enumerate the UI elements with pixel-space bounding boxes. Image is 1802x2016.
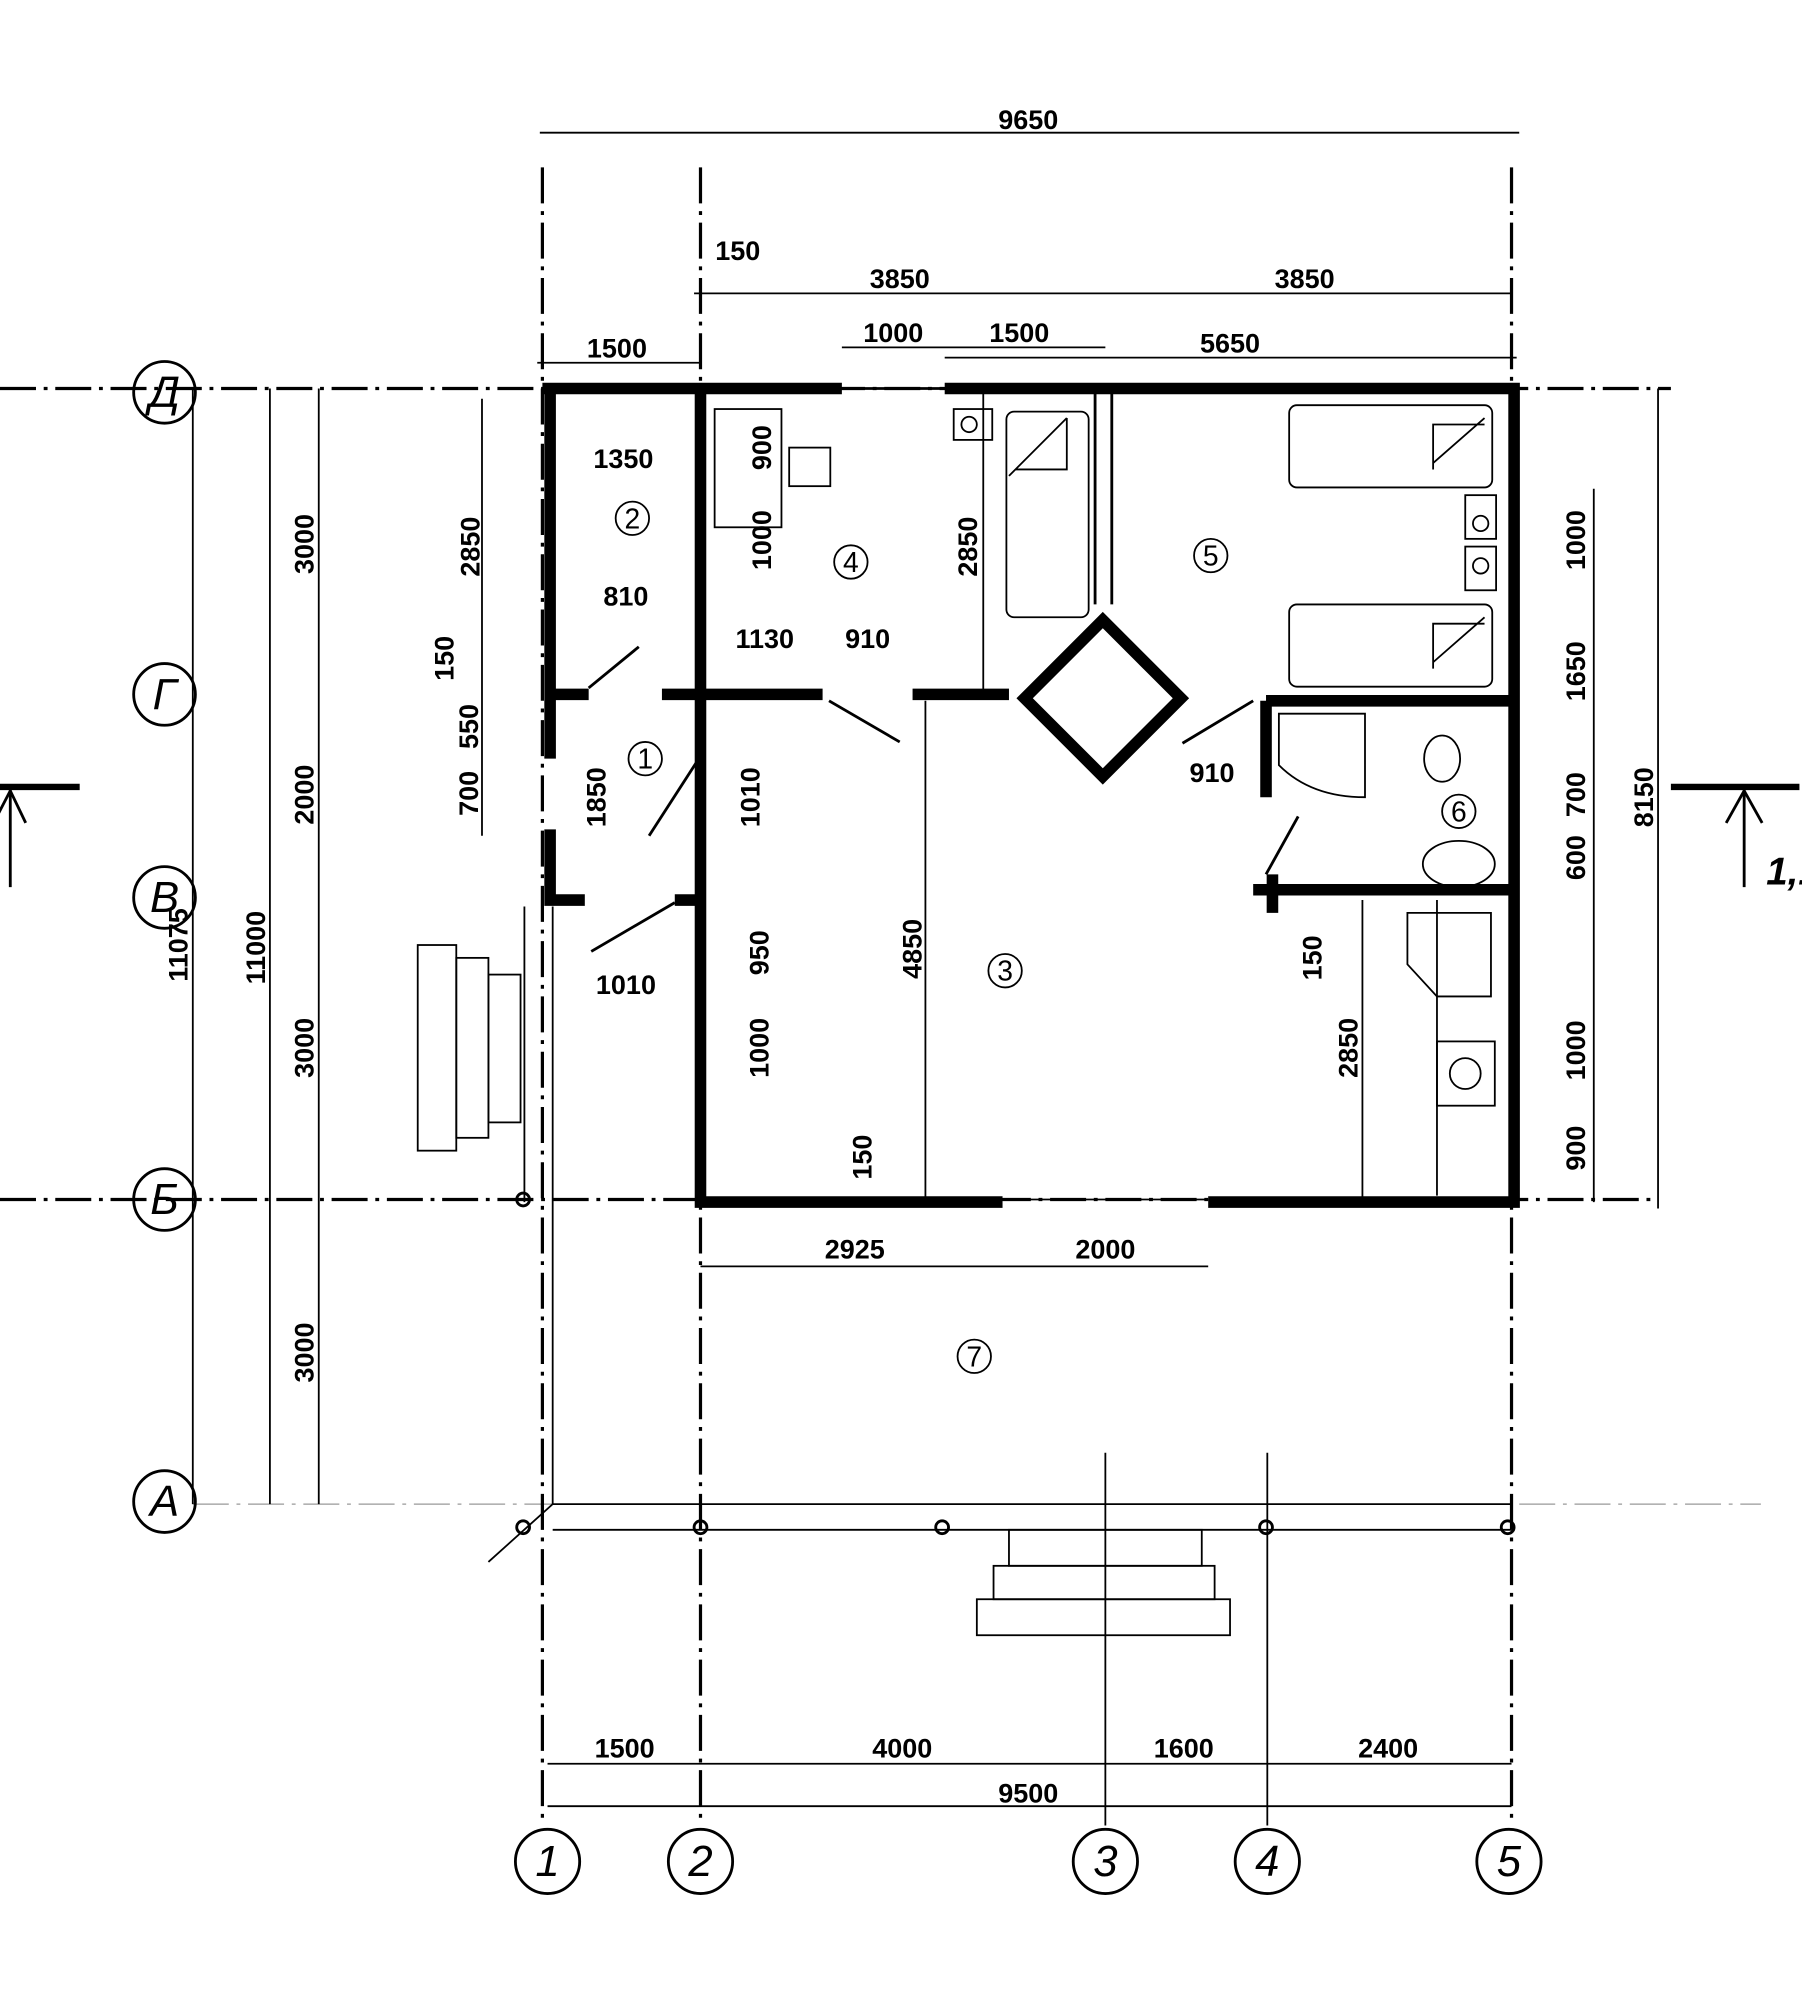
section-marks xyxy=(0,783,1800,888)
dim: 1500 xyxy=(595,1733,655,1763)
dim: 2925 xyxy=(825,1235,885,1265)
dim: 11000 xyxy=(241,911,271,985)
section-label: 1,1 xyxy=(1766,851,1802,894)
dim: 150 xyxy=(430,636,460,681)
room-3: 3 xyxy=(997,955,1013,987)
dim: 1130 xyxy=(735,624,794,654)
dim: 1000 xyxy=(863,318,923,348)
furniture xyxy=(416,404,1516,1637)
walls xyxy=(542,382,1520,1208)
grid-lines xyxy=(0,167,1761,1826)
dim: 3000 xyxy=(290,1322,320,1382)
dim: 1000 xyxy=(745,1018,775,1078)
dim: 2400 xyxy=(1358,1733,1418,1763)
room-1: 1 xyxy=(637,743,653,775)
dim: 3000 xyxy=(290,514,320,574)
dim: 5650 xyxy=(1200,328,1260,358)
dim: 3850 xyxy=(1275,264,1335,294)
dim: 2000 xyxy=(1075,1235,1135,1265)
dim: 4000 xyxy=(872,1733,932,1763)
axis-row-V: В xyxy=(150,873,179,922)
axis-col-3: 3 xyxy=(1093,1837,1117,1886)
dim: 1010 xyxy=(736,767,766,827)
dimension-texts-top: 9650 150 3850 3850 1500 1000 1500 5650 xyxy=(587,105,1335,364)
axis-row-G: Г xyxy=(153,670,180,719)
dim: 2850 xyxy=(1333,1018,1363,1078)
dim: 150 xyxy=(847,1135,877,1180)
dim: 600 xyxy=(1561,835,1591,880)
chimney xyxy=(1016,611,1190,785)
doors xyxy=(587,645,1300,953)
room-6: 6 xyxy=(1451,795,1467,827)
dim: 1600 xyxy=(1154,1733,1214,1763)
dim: 1500 xyxy=(587,334,647,364)
dim: 11075 xyxy=(164,908,194,982)
axis-row-B: Б xyxy=(150,1175,178,1224)
dim: 900 xyxy=(1561,1126,1591,1171)
dim: 1350 xyxy=(593,444,653,474)
room-labels: 1 2 3 4 5 6 7 xyxy=(614,500,1477,1374)
dim: 900 xyxy=(747,425,777,470)
dim: 1010 xyxy=(596,970,656,1000)
dim: 1850 xyxy=(581,767,611,827)
axis-col-2: 2 xyxy=(687,1837,712,1886)
dim: 3000 xyxy=(290,1018,320,1078)
dim: 550 xyxy=(454,704,484,749)
dim: 700 xyxy=(454,771,484,816)
dim: 1650 xyxy=(1561,641,1591,701)
axis-col-1: 1 xyxy=(535,1837,559,1886)
dim: 9500 xyxy=(998,1778,1058,1808)
dim: 1000 xyxy=(1561,510,1591,570)
dim: 1500 xyxy=(989,318,1049,348)
dimension-lines xyxy=(191,131,1659,1808)
dim: 910 xyxy=(845,624,890,654)
axis-col-5: 5 xyxy=(1497,1837,1522,1886)
dimension-texts-right: 1000 1650 700 600 1000 900 8150 xyxy=(1561,510,1659,1170)
dim: 3850 xyxy=(870,264,930,294)
dim: 810 xyxy=(603,582,648,612)
dim: 2850 xyxy=(455,517,485,577)
axis-row-D: Д xyxy=(144,368,180,417)
dim: 2850 xyxy=(953,517,983,577)
dim: 150 xyxy=(715,236,760,266)
room-5: 5 xyxy=(1203,540,1219,572)
dimension-texts-bottom: 1500 4000 1600 2400 9500 xyxy=(595,1733,1419,1808)
dim: 700 xyxy=(1561,772,1591,817)
dim: 2000 xyxy=(290,765,320,825)
axis-col-4: 4 xyxy=(1255,1837,1279,1886)
room-4: 4 xyxy=(843,546,859,578)
axis-row-A: А xyxy=(147,1477,179,1526)
room-2: 2 xyxy=(625,502,641,534)
dim: 1000 xyxy=(1561,1020,1591,1080)
dimension-texts-inner: 1350 900 1000 2850 810 1130 910 150 550 … xyxy=(430,425,1364,1265)
dim: 150 xyxy=(1297,935,1327,980)
dimension-texts-left: 3000 2850 2000 3000 11075 11000 3000 xyxy=(164,514,486,1382)
column-axis-bubbles: 1 2 3 4 5 xyxy=(513,1827,1543,1895)
dim: 4850 xyxy=(898,919,928,979)
dim: 8150 xyxy=(1629,767,1659,827)
dim: 950 xyxy=(745,930,775,975)
dim: 1000 xyxy=(747,510,777,570)
dim: 910 xyxy=(1190,758,1235,788)
dim: 9650 xyxy=(998,105,1058,135)
room-7: 7 xyxy=(966,1340,982,1372)
row-axis-bubbles: Д Г В Б А xyxy=(132,360,197,1534)
